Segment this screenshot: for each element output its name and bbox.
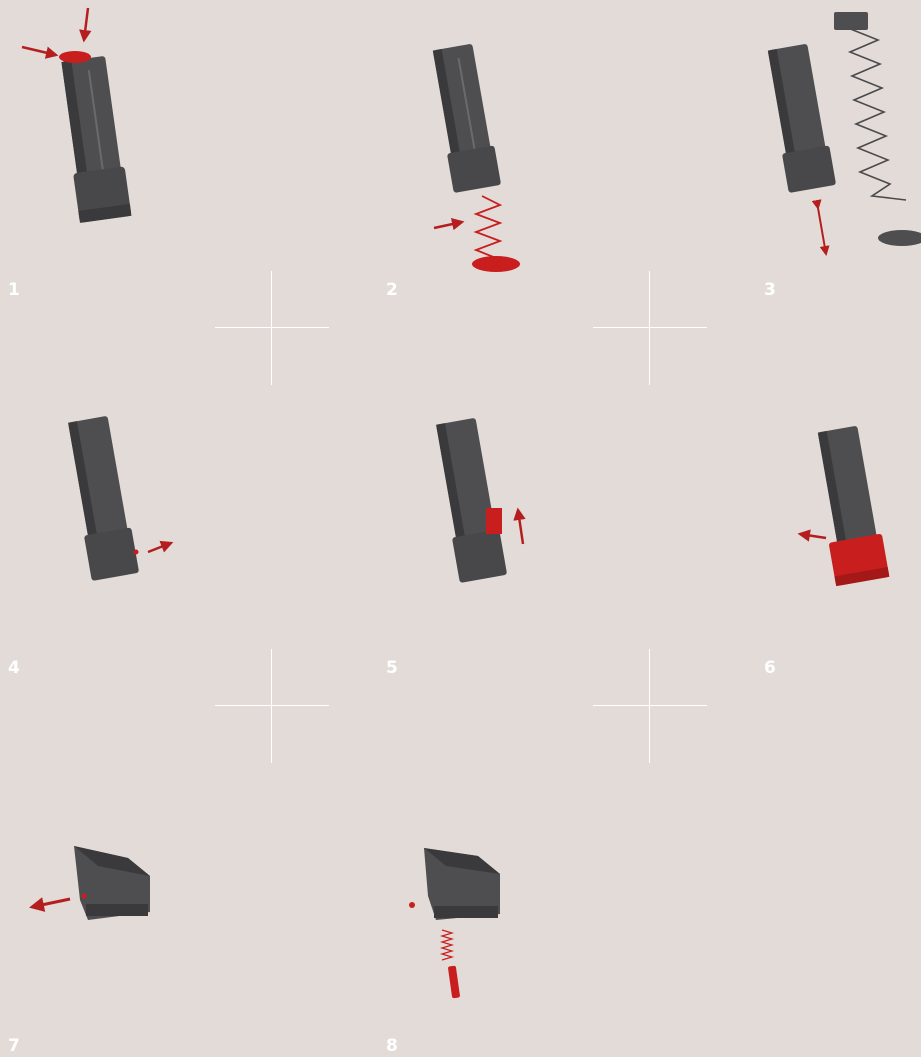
step-6-illustration	[800, 426, 889, 587]
follower-red-1	[59, 51, 91, 63]
magazine-body-1	[57, 55, 131, 223]
step-4-illustration	[64, 415, 171, 581]
step-number-6: 6	[764, 660, 776, 677]
step-2-illustration	[429, 43, 520, 272]
step-number-7: 7	[8, 1038, 20, 1055]
magazine-body-3	[764, 43, 836, 193]
arrow-2	[434, 222, 462, 228]
step-3-illustration	[764, 12, 921, 254]
pin-red-8	[409, 902, 415, 908]
spring-red-2	[476, 196, 500, 258]
spring-gray-3	[848, 28, 906, 200]
arrow-6	[800, 534, 826, 538]
plunger-red-8	[448, 966, 460, 999]
arrow-4	[148, 543, 171, 552]
separator-cross-2	[593, 271, 707, 385]
arrow-7	[32, 899, 70, 907]
magazine-body-5	[432, 417, 507, 583]
separator-cross-4	[593, 649, 707, 763]
base-plate-red-2	[472, 256, 520, 272]
extension-red-6	[829, 533, 890, 586]
base-plate-gray-3	[878, 230, 921, 246]
step-1-illustration	[22, 8, 131, 223]
arrow-5	[518, 510, 523, 544]
release-tab-red-5	[486, 508, 502, 534]
magazine-body-4	[64, 415, 139, 581]
step-number-8: 8	[386, 1038, 398, 1055]
step-7-illustration	[32, 846, 150, 920]
step-number-2: 2	[386, 282, 398, 299]
step-number-3: 3	[764, 282, 776, 299]
step-8-illustration	[409, 848, 500, 998]
step-number-4: 4	[8, 660, 20, 677]
arrow-3	[818, 208, 826, 254]
arrow-1a	[22, 47, 56, 55]
arrow-1b	[84, 8, 88, 40]
follower-gray-3	[834, 12, 868, 30]
step-number-1: 1	[8, 282, 20, 299]
step-number-5: 5	[386, 660, 398, 677]
separator-cross-1	[215, 271, 329, 385]
step-5-illustration	[432, 417, 523, 583]
small-spring-red-8	[442, 930, 452, 960]
magazine-body-6	[818, 426, 878, 551]
pin-red-4	[134, 550, 139, 555]
magazine-body-2	[429, 43, 501, 193]
separator-cross-3	[215, 649, 329, 763]
pin-red-7	[82, 894, 87, 899]
